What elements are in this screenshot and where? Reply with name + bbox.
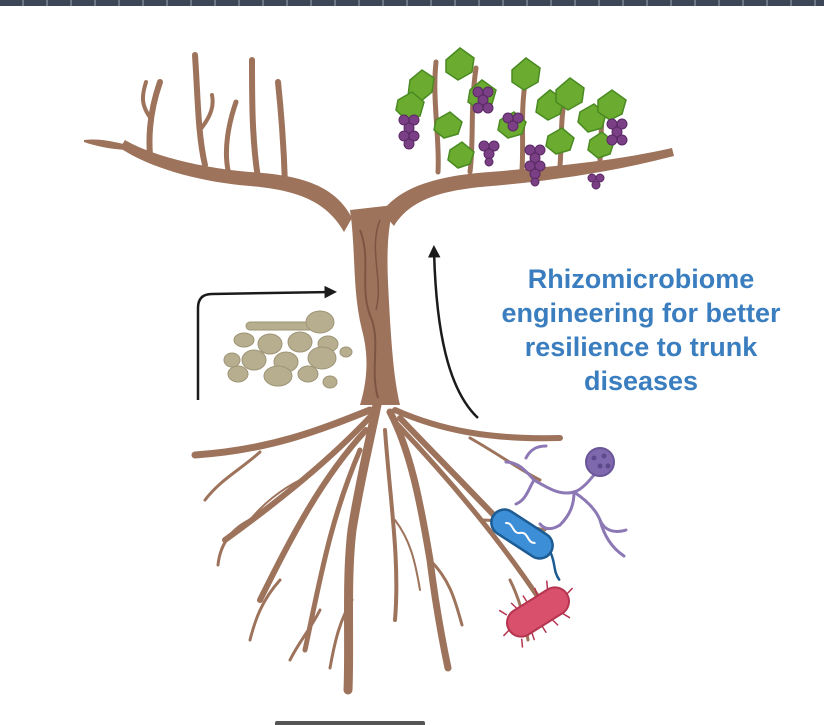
arrow-icon — [427, 245, 479, 419]
caption-line: Rhizomicrobiome — [527, 264, 755, 294]
bottom-tab — [275, 721, 425, 725]
rod-bacterium-red-icon — [498, 580, 574, 648]
caption-line: resilience to trunk — [524, 332, 758, 362]
top-rule — [0, 0, 824, 6]
caption-line: diseases — [583, 366, 699, 396]
root-system-icon — [191, 395, 563, 695]
caption-text: Rhizomicrobiome engineering for better r… — [478, 262, 804, 398]
caption-line: engineering for better — [501, 298, 781, 328]
grape-cluster-icon — [398, 86, 628, 190]
grapevine-trunk-icon — [84, 52, 674, 405]
mycorrhiza-icon — [504, 444, 628, 558]
soil-fungus-icon — [223, 310, 353, 389]
rod-bacterium-blue-icon — [490, 508, 561, 581]
grape-leaf-icon — [395, 47, 627, 169]
arrow-icon — [196, 285, 337, 400]
